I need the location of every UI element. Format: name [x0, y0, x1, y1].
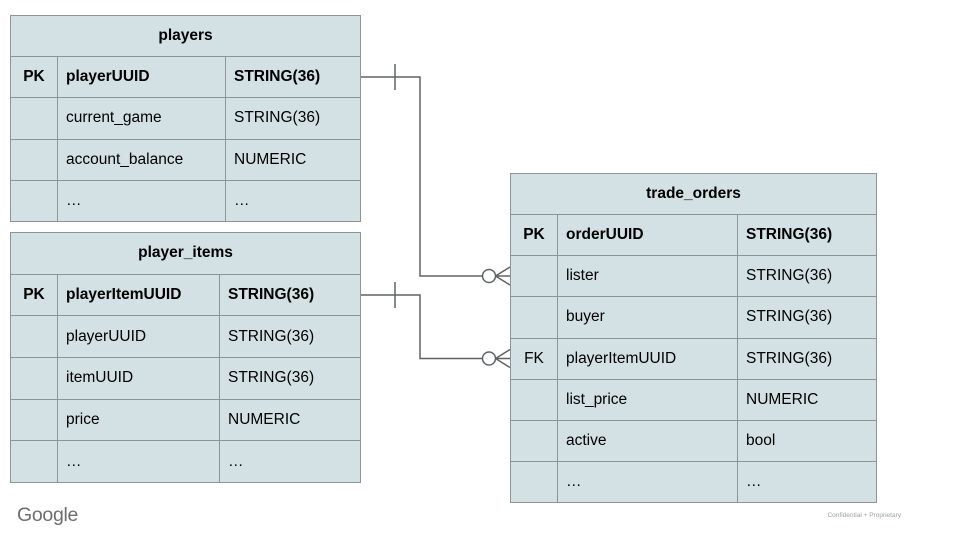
key-cell: FK [510, 337, 558, 380]
many-crowfoot-icon [495, 348, 511, 369]
table-row: list_price NUMERIC [510, 378, 878, 421]
type-cell: … [736, 460, 878, 504]
field-cell: list_price [557, 378, 738, 421]
table-row: active bool [510, 419, 878, 462]
field-cell: … [57, 440, 220, 483]
key-cell [10, 356, 58, 400]
type-cell: … [224, 179, 362, 223]
key-cell [10, 179, 58, 223]
type-cell: STRING(36) [736, 296, 878, 339]
table-row: itemUUID STRING(36) [10, 356, 361, 400]
er-table-trade-orders: trade_orders PK orderUUID STRING(36) lis… [509, 172, 878, 504]
key-cell [10, 97, 58, 140]
connector-line [360, 294, 483, 360]
table-title: trade_orders [509, 172, 878, 216]
table-row: account_balance NUMERIC [10, 138, 362, 181]
key-cell [510, 460, 558, 504]
field-cell: buyer [557, 296, 738, 339]
table-title: player_items [10, 232, 361, 275]
google-logo: Google [17, 504, 79, 526]
type-cell: STRING(36) [219, 356, 361, 400]
field-cell: lister [557, 255, 738, 298]
table-row: playerUUID STRING(36) [10, 315, 361, 358]
key-cell [510, 378, 558, 421]
field-cell: … [57, 179, 226, 223]
type-cell: STRING(36) [736, 337, 878, 380]
key-cell: PK [10, 273, 58, 317]
type-cell: STRING(36) [736, 214, 878, 257]
key-cell [510, 296, 558, 339]
table-row: price NUMERIC [10, 398, 361, 442]
type-cell: STRING(36) [224, 97, 362, 140]
table-row: … … [10, 179, 362, 223]
table-row: FK playerItemUUID STRING(36) [510, 337, 878, 380]
many-crowfoot-icon [495, 266, 511, 286]
key-cell [10, 315, 58, 358]
er-table-player-items: player_items PK playerItemUUID STRING(36… [10, 232, 361, 483]
confidentiality-note: Confidential + Proprietary [827, 512, 901, 519]
table-row: buyer STRING(36) [510, 296, 878, 339]
field-cell: orderUUID [557, 214, 738, 257]
field-cell: playerItemUUID [557, 337, 738, 380]
key-cell: PK [10, 56, 58, 99]
field-cell: itemUUID [57, 356, 220, 400]
zero-cardinality-circle-icon [481, 268, 497, 284]
key-cell [10, 398, 58, 442]
field-cell: active [557, 419, 738, 462]
er-table-players: players PK playerUUID STRING(36) current… [9, 14, 362, 223]
table-row: … … [10, 440, 361, 483]
connector-player-items-to-trade-orders [360, 282, 511, 369]
key-cell [510, 419, 558, 462]
type-cell: STRING(36) [224, 56, 362, 99]
key-cell [10, 138, 58, 181]
table-row: lister STRING(36) [510, 255, 878, 298]
table-row: current_game STRING(36) [10, 97, 362, 140]
type-cell: STRING(36) [219, 315, 361, 358]
type-cell: bool [736, 419, 878, 462]
field-cell: … [557, 460, 738, 504]
table-row: … … [510, 460, 878, 504]
key-cell [510, 255, 558, 298]
table-row: PK orderUUID STRING(36) [510, 214, 878, 257]
field-cell: price [57, 398, 220, 442]
field-cell: playerUUID [57, 56, 226, 99]
key-cell [10, 440, 58, 483]
field-cell: playerUUID [57, 315, 220, 358]
type-cell: NUMERIC [736, 378, 878, 421]
field-cell: current_game [57, 97, 226, 140]
table-row: PK playerUUID STRING(36) [10, 56, 362, 99]
connector-players-to-trade-orders [360, 64, 511, 286]
type-cell: STRING(36) [219, 273, 361, 317]
field-cell: playerItemUUID [57, 273, 220, 317]
type-cell: … [219, 440, 361, 483]
type-cell: NUMERIC [224, 138, 362, 181]
key-cell: PK [510, 214, 558, 257]
type-cell: STRING(36) [736, 255, 878, 298]
table-row: PK playerItemUUID STRING(36) [10, 273, 361, 317]
table-title: players [9, 14, 362, 58]
connector-line [360, 76, 483, 277]
field-cell: account_balance [57, 138, 226, 181]
zero-cardinality-circle-icon [481, 351, 497, 366]
type-cell: NUMERIC [219, 398, 361, 442]
